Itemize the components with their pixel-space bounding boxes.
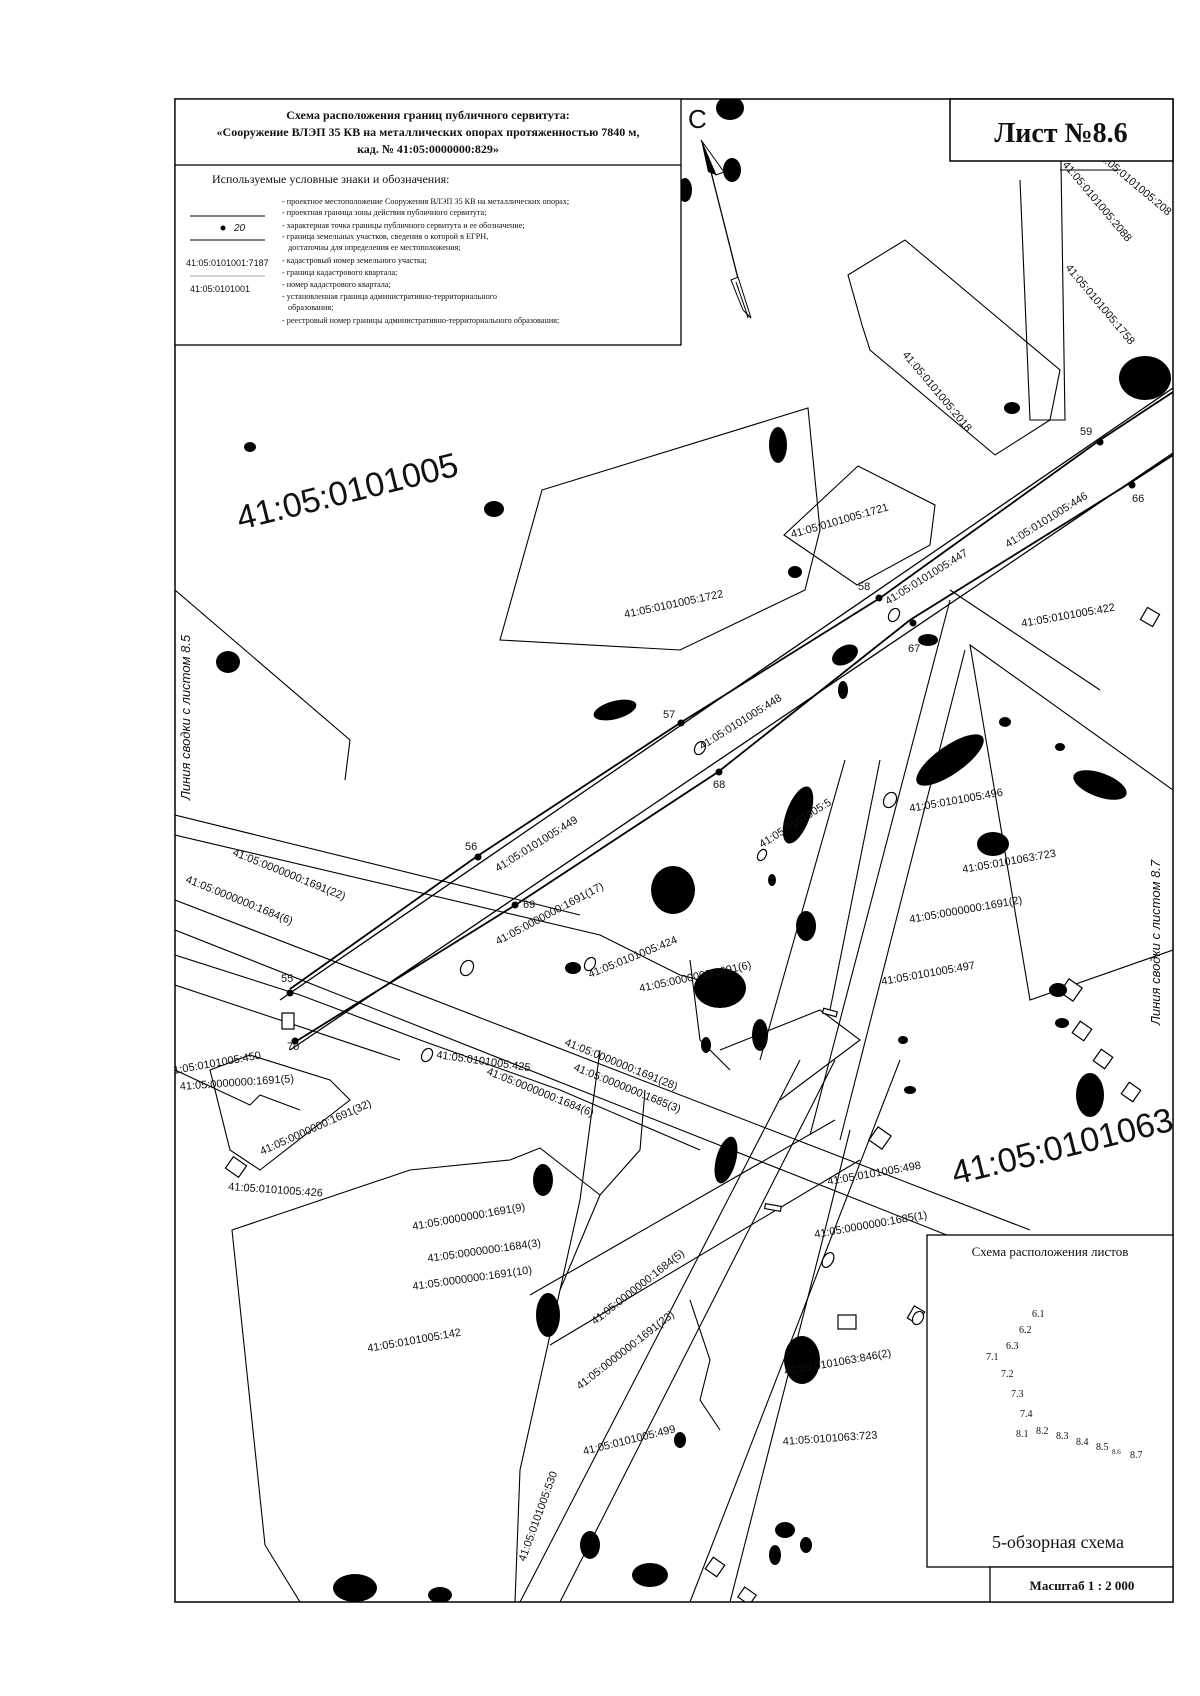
parcel-label: 41:05:0101005:497 [880,960,975,988]
legend-item: - номер кадастрового квартала; [282,280,391,289]
parcel-label: 41:05:0101005:1758 [1063,262,1137,347]
legend-sample-point: 20 [233,223,246,234]
parcel-label: 41:05:0101005:425 [436,1049,532,1074]
point-label: 57 [663,709,675,721]
legend-item: - реестровый номер границы административ… [282,316,559,325]
point-label: 59 [1080,426,1092,438]
legend-item: - кадастровый номер земельного участка; [282,256,427,265]
inset-title: Схема расположения листов [972,1244,1129,1259]
point-label: 66 [1132,493,1144,505]
parcel-label: 41:05:0101063:723 [782,1429,877,1448]
parcel-label: 41:05:0101005:142 [366,1327,461,1355]
north-arrow: С [688,104,752,319]
seam-label: Линия сводки с листом 8.7 [1148,859,1163,1026]
inset-sheet: 8.6 [1112,1448,1121,1456]
inset-sheet: 8.1 [1016,1429,1029,1440]
structures [224,606,1161,1602]
inset-sheet: 7.1 [986,1352,999,1363]
inset-sheet: 8.2 [1036,1426,1049,1437]
characteristic-points [286,438,1136,1045]
inset-sheets: 6.1 6.2 6.3 7.1 7.2 7.3 7.4 8.1 8.2 8.3 … [986,1309,1143,1461]
point-label: 69 [523,899,535,911]
inset-sheet: 8.3 [1056,1431,1069,1442]
servitude-boundary [289,391,1173,1043]
parcel-label: 41:05:0101005:496 [908,787,1003,815]
parcel-label: 41:05:0000000:1691(2) [908,894,1023,926]
title-line: Схема расположения границ публичного сер… [286,108,570,122]
inset-sheet: 8.4 [1076,1437,1089,1448]
point-label: 58 [858,581,870,593]
inset-sheet: 7.3 [1011,1389,1024,1400]
legend-sample-parcel: 41:05:0101001:7187 [186,258,269,268]
quarter-label: 41:05:0101005 [233,446,462,538]
legend-item: - проектная граница зоны действия публич… [282,208,486,217]
title-line: «Сооружение ВЛЭП 35 КВ на металлических … [217,125,640,139]
parcel-label: 41:05:0000000:1684(3) [427,1237,542,1265]
parcel-label: 41:05:0101005:424 [587,934,679,981]
parcel-label: 41:05:0000000:1691(9) [411,1201,526,1233]
title-block: Схема расположения границ публичного сер… [174,98,682,346]
parcel-label: 41:05:0101005:448 [697,692,784,752]
legend-item: - характерная точка границы публичного с… [282,221,525,230]
map-blotches [216,99,1171,1602]
legend-item: достаточны для определения ее местополож… [288,243,461,252]
inset-sheet: 8.7 [1130,1450,1143,1461]
seam-label: Линия сводки с листом 8.5 [178,634,193,801]
point-label: 68 [713,779,725,791]
parcel-label: 41:05:0101005:450 [166,1050,261,1078]
parcel-label: 41:05:0000000:1684(6) [184,874,295,928]
inset-sheet: 7.4 [1020,1409,1033,1420]
parcel-label: 41:05:0101005:422 [1020,602,1115,630]
inset-sheet: 7.2 [1001,1369,1014,1380]
legend-item: - проектное местоположение Сооружения ВЛ… [282,197,569,206]
legend-title: Используемые условные знаки и обозначени… [212,172,449,186]
parcel-label: 41:05:0101005:499 [582,1423,677,1458]
parcel-boundaries [175,99,1173,1602]
parcel-label: 41:05:0101005:2018 [900,349,974,434]
point-label: 56 [465,841,477,853]
parcel-label: 41:05:0000000:1691(5) [179,1073,294,1093]
title-line: кад. № 41:05:0000000:829» [357,142,499,156]
legend-item: - граница кадастрового квартала; [282,268,397,277]
legend-item: - граница земельных участков, сведения о… [282,232,488,241]
parcel-label: 41:05:0101005:1721 [790,502,890,541]
sheet-number-box: Лист №8.6 [949,98,1174,162]
inset-sheet: 6.2 [1019,1325,1032,1336]
inset-sheet: 8.5 [1096,1442,1109,1453]
point-label: 55 [281,973,293,985]
parcel-label: 41:05:0000000:1691(10) [412,1264,533,1293]
point-label: 67 [908,643,920,655]
parcel-label: 41:05:0101005:1722 [623,588,724,621]
legend-item: образования; [288,303,333,312]
parcel-label: 41:05:0101063:723 [961,848,1056,876]
legend-sample-quarter: 41:05:0101001 [190,284,250,294]
parcel-label: 41:05:0101005:530 [517,1470,561,1563]
north-label: С [688,104,707,134]
point-label: 70 [287,1041,299,1053]
legend-item: - установленная граница административно-… [282,292,497,301]
parcel-label: 41:05:0000000:1691(32) [258,1098,373,1158]
scale-label: Масштаб 1 : 2 000 [1030,1578,1135,1593]
legend-symbols: 20 41:05:0101001:7187 41:05:0101001 [186,215,269,294]
inset-sheet: 6.3 [1006,1341,1019,1352]
parcel-label: 41:05:0000000:1691(22) [231,847,347,903]
inset-sheet: 6.1 [1032,1309,1045,1320]
quarter-label: 41:05:0101063 [948,1101,1177,1193]
legend-items: - проектное местоположение Сооружения ВЛ… [282,197,569,325]
inset-caption: 5-обзорная схема [992,1532,1124,1552]
parcel-label: 41:05:0000000:1685(1) [813,1209,928,1241]
scale-box: Масштаб 1 : 2 000 [989,1566,1174,1603]
sheet-layout-inset: Схема расположения листов 6.1 6.2 6.3 7.… [926,1234,1174,1568]
point-labels: 55 56 57 58 59 66 67 68 69 70 [281,426,1144,1053]
parcel-label: 41:05:0101005:498 [826,1160,921,1188]
sheet-number: Лист №8.6 [994,118,1127,149]
parcel-label: 41:05:0101005:426 [228,1181,323,1200]
